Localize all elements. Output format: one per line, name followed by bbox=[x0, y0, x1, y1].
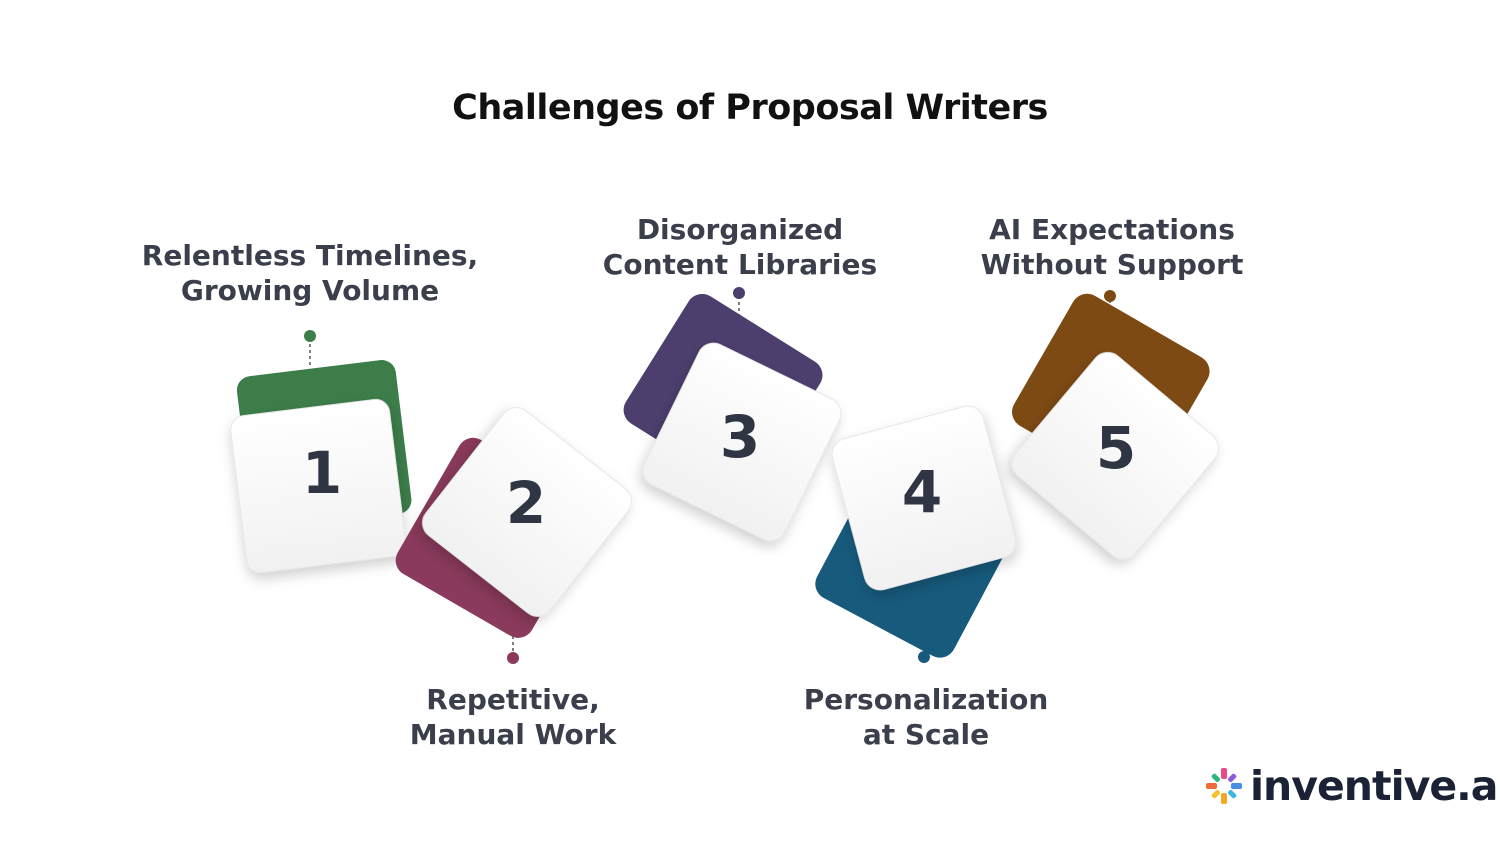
step-2-label-line1: Repetitive, bbox=[426, 683, 600, 716]
step-4-label: Personalization at Scale bbox=[776, 682, 1076, 752]
step-5-number: 5 bbox=[1096, 414, 1136, 482]
step-5-dot bbox=[1104, 290, 1116, 302]
step-4-card bbox=[831, 405, 1017, 591]
step-1-number: 1 bbox=[302, 439, 342, 507]
step-3-dot bbox=[733, 287, 745, 299]
step-4-label-line1: Personalization bbox=[803, 683, 1049, 716]
step-1: 1 bbox=[230, 330, 412, 574]
step-4-number: 4 bbox=[902, 458, 942, 526]
step-2-label-line2: Manual Work bbox=[409, 718, 617, 751]
step-5-label: AI Expectations Without Support bbox=[962, 212, 1262, 282]
step-1-label-line2: Growing Volume bbox=[180, 274, 440, 307]
step-5: 5 bbox=[1011, 290, 1220, 560]
brand-name: inventive.ai bbox=[1250, 762, 1500, 810]
step-1-card bbox=[230, 398, 407, 574]
step-3-label-line2: Content Libraries bbox=[602, 248, 878, 281]
step-4-dot bbox=[918, 651, 930, 663]
step-2-card bbox=[422, 407, 632, 617]
step-3: 3 bbox=[623, 287, 842, 542]
step-3-label: Disorganized Content Libraries bbox=[590, 212, 890, 282]
step-2-number: 2 bbox=[506, 469, 546, 537]
brand-logo: inventive.ai bbox=[1204, 762, 1500, 810]
step-1-label-line1: Relentless Timelines, bbox=[141, 239, 479, 272]
step-3-number: 3 bbox=[720, 403, 760, 471]
step-3-card bbox=[642, 342, 842, 542]
inventive-sparkle-icon bbox=[1206, 768, 1242, 804]
step-5-label-line1: AI Expectations bbox=[989, 213, 1235, 246]
step-2: 2 bbox=[395, 407, 632, 664]
step-2-dot bbox=[507, 652, 519, 664]
step-2-label: Repetitive, Manual Work bbox=[363, 682, 663, 752]
step-3-label-line1: Disorganized bbox=[636, 213, 844, 246]
step-5-card bbox=[1011, 351, 1220, 560]
step-4: 4 bbox=[815, 405, 1017, 663]
step-4-label-line2: at Scale bbox=[862, 718, 990, 751]
step-5-label-line2: Without Support bbox=[980, 248, 1244, 281]
step-1-label: Relentless Timelines, Growing Volume bbox=[140, 238, 480, 308]
step-1-dot bbox=[304, 330, 316, 342]
page-title: Challenges of Proposal Writers bbox=[452, 88, 1048, 128]
